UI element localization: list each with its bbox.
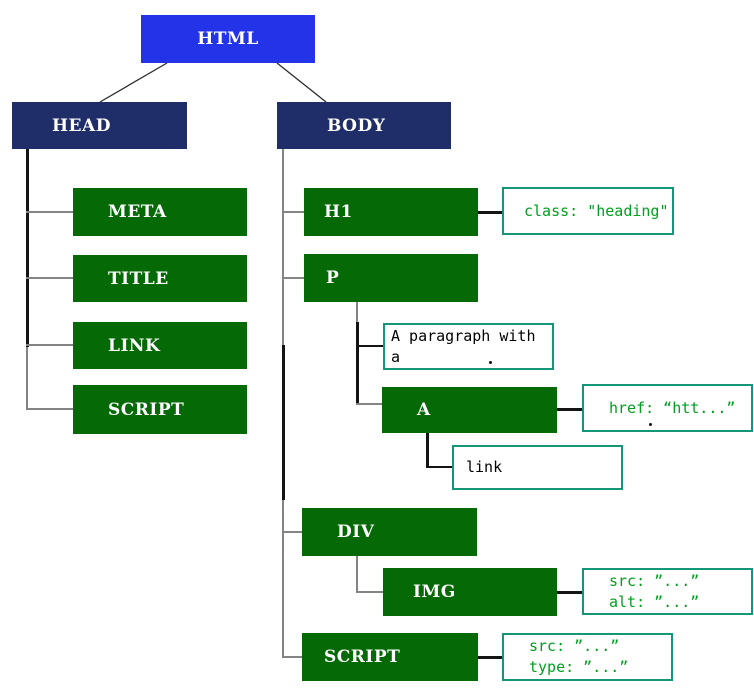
node-html: HTML (141, 15, 315, 63)
img-attr-connector (557, 591, 582, 594)
p-child-trunk-upper (356, 302, 358, 324)
node-link-label: LINK (108, 335, 161, 356)
a-attributes-box: href: “htt...” (582, 384, 753, 432)
img-attributes-box: src: ”...” alt: ”...” (582, 568, 753, 615)
a-text-node-box: link (452, 445, 623, 490)
p-branch-line (282, 277, 304, 279)
node-body-label: BODY (327, 115, 386, 136)
a-branch-line (356, 403, 382, 405)
node-link: LINK (73, 322, 247, 369)
meta-branch-line (26, 211, 73, 213)
node-meta: META (73, 188, 247, 236)
node-div: DIV (302, 508, 477, 556)
node-h1-label: H1 (324, 202, 353, 222)
body-trunk-line-upper (282, 149, 284, 345)
root-diagonal-connectors (99, 62, 327, 103)
node-p-label: P (326, 268, 340, 288)
node-a-label: A (417, 400, 431, 420)
body-trunk-line-lower (282, 500, 284, 658)
a-attr-connector (557, 408, 582, 411)
h1-branch-line (282, 211, 304, 213)
head-script-branch-line (26, 408, 73, 410)
node-a: A (382, 387, 557, 433)
p-text-node-box: A paragraph with a (383, 323, 554, 370)
node-head-script: SCRIPT (73, 385, 247, 434)
body-trunk-line-mid (282, 345, 285, 500)
node-body-script-label: SCRIPT (324, 647, 401, 667)
clipped-text-dot-paragraph (489, 361, 492, 364)
p-text-node-text: A paragraph with a (391, 326, 536, 366)
node-body: BODY (277, 102, 451, 149)
img-branch-line (356, 591, 383, 593)
h1-attributes-text: class: "heading" (524, 201, 669, 220)
node-h1: H1 (304, 188, 478, 236)
a-child-trunk (426, 433, 429, 468)
node-head-label: HEAD (52, 115, 111, 136)
div-child-trunk (356, 556, 358, 593)
node-meta-label: META (108, 202, 167, 222)
body-script-branch-line (282, 656, 302, 658)
h1-attributes-box: class: "heading" (502, 187, 674, 235)
script-attributes-box: src: ”...” type: ”...” (502, 633, 673, 681)
h1-attr-connector (478, 211, 502, 214)
node-p: P (304, 254, 478, 302)
node-head: HEAD (12, 102, 187, 149)
node-div-label: DIV (337, 522, 375, 542)
node-title-label: TITLE (108, 268, 169, 289)
a-attributes-text: href: “htt...” (609, 398, 736, 417)
node-img-label: IMG (413, 582, 456, 602)
node-img: IMG (383, 568, 557, 616)
script-attr-connector (478, 656, 502, 659)
node-title: TITLE (73, 255, 247, 302)
paragraph-text-branch-line (356, 345, 383, 347)
link-branch-line (26, 344, 73, 346)
title-branch-line (26, 277, 73, 279)
img-attributes-text: src: ”...” alt: ”...” (609, 571, 700, 611)
clipped-text-dot-href (649, 423, 652, 426)
div-branch-line (282, 531, 302, 533)
link-text-branch-line (426, 466, 452, 468)
head-trunk-line (26, 149, 29, 347)
a-text-node-text: link (466, 458, 503, 476)
node-head-script-label: SCRIPT (108, 399, 185, 420)
node-body-script: SCRIPT (302, 633, 478, 681)
p-child-trunk-lower (356, 322, 359, 405)
node-html-label: HTML (197, 29, 259, 49)
script-attributes-text: src: ”...” type: ”...” (529, 637, 629, 676)
head-trunk-line-lower (26, 347, 28, 410)
